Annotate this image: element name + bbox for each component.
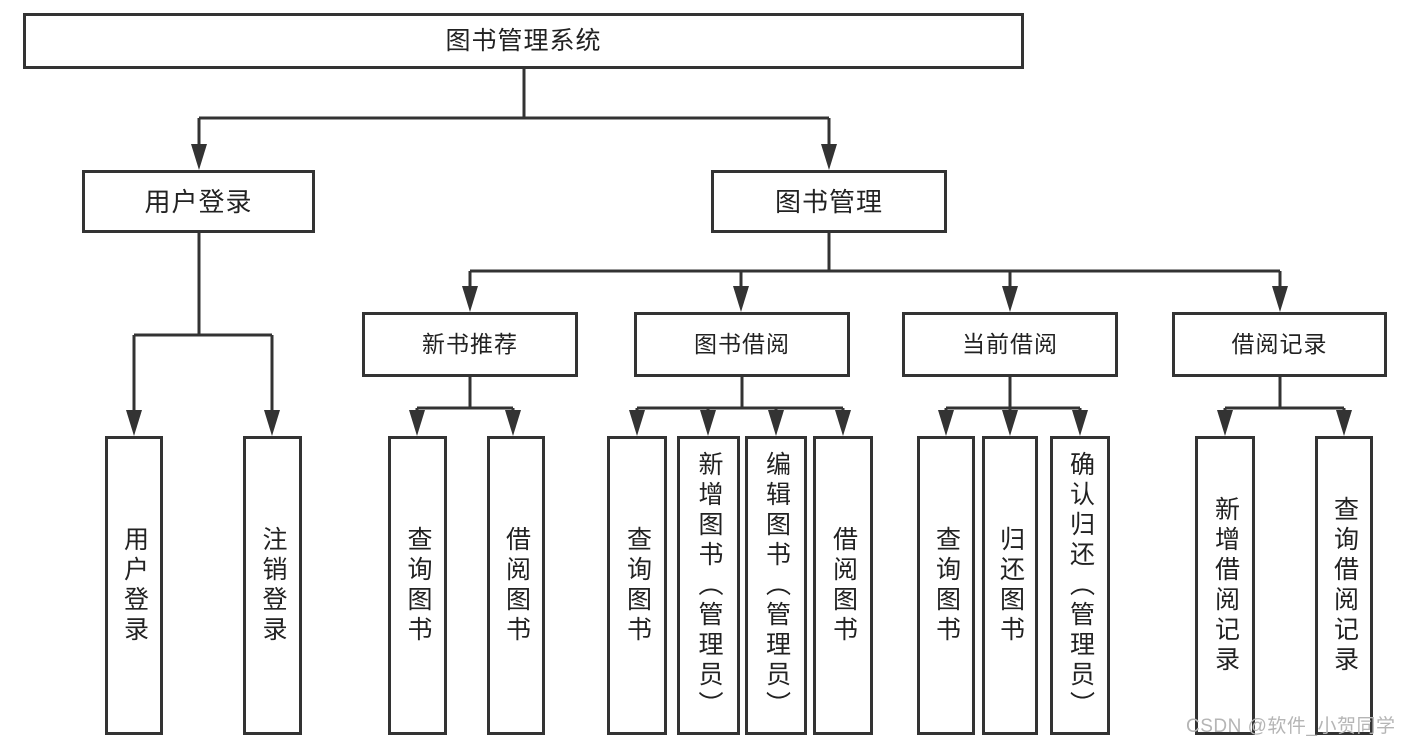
arrowhead — [1002, 286, 1018, 312]
arrowhead — [1336, 410, 1352, 436]
node-root-label: 图书管理系统 — [445, 26, 602, 55]
node-borrow-records: 借阅记录 — [1172, 312, 1387, 377]
node-root: 图书管理系统 — [23, 13, 1024, 69]
arrowhead — [938, 410, 954, 436]
node-leaf-query-books-2-label: 查询图书 — [623, 525, 652, 646]
node-book-borrow: 图书借阅 — [634, 312, 850, 377]
node-leaf-edit-books-admin: 编辑图书（管理员） — [745, 436, 807, 735]
connector-lines — [132, 69, 1346, 414]
arrowhead — [191, 144, 207, 170]
node-leaf-query-books-1-label: 查询图书 — [404, 525, 432, 646]
node-leaf-query-books-3: 查询图书 — [917, 436, 975, 735]
node-leaf-query-borrow-record-label: 查询借阅记录 — [1330, 495, 1359, 676]
arrowhead — [264, 410, 280, 436]
node-leaf-add-borrow-record: 新增借阅记录 — [1195, 436, 1255, 735]
node-book-borrow-label: 图书借阅 — [694, 331, 790, 357]
node-leaf-query-borrow-record: 查询借阅记录 — [1315, 436, 1373, 735]
arrowheads — [126, 144, 1352, 436]
node-new-book-recommend-label: 新书推荐 — [422, 331, 518, 357]
arrowhead — [821, 144, 837, 170]
node-user-login-label: 用户登录 — [144, 186, 253, 217]
arrowhead — [835, 410, 851, 436]
arrowhead — [768, 410, 784, 436]
node-leaf-add-books-admin: 新增图书（管理员） — [677, 436, 740, 735]
node-user-login: 用户登录 — [82, 170, 315, 233]
node-leaf-borrow-books-2: 借阅图书 — [813, 436, 873, 735]
arrowhead — [505, 410, 521, 436]
csdn-watermark: CSDN @软件_小贺同学 — [1186, 716, 1396, 737]
node-borrow-records-label: 借阅记录 — [1231, 331, 1328, 357]
arrowhead — [700, 410, 716, 436]
arrowhead — [1002, 410, 1018, 436]
node-leaf-add-books-admin-label: 新增图书（管理员） — [695, 450, 723, 721]
node-leaf-query-books-1: 查询图书 — [388, 436, 447, 735]
node-book-management-label: 图书管理 — [774, 186, 883, 217]
node-leaf-return-books: 归还图书 — [982, 436, 1038, 735]
arrowhead — [1072, 410, 1088, 436]
node-leaf-user-login: 用户登录 — [105, 436, 163, 735]
node-leaf-confirm-return-admin: 确认归还（管理员） — [1050, 436, 1110, 735]
arrowhead — [1272, 286, 1288, 312]
node-leaf-user-login-label: 用户登录 — [120, 525, 149, 646]
arrowhead — [409, 410, 425, 436]
node-leaf-query-books-3-label: 查询图书 — [932, 525, 961, 646]
node-leaf-edit-books-admin-label: 编辑图书（管理员） — [762, 450, 791, 721]
node-leaf-borrow-books-2-label: 借阅图书 — [829, 525, 858, 646]
arrowhead — [126, 410, 142, 436]
node-leaf-logout-label: 注销登录 — [259, 525, 287, 646]
node-leaf-logout: 注销登录 — [243, 436, 302, 735]
node-leaf-confirm-return-admin-label: 确认归还（管理员） — [1066, 450, 1095, 721]
node-leaf-query-books-2: 查询图书 — [607, 436, 667, 735]
arrowhead — [733, 286, 749, 312]
node-new-book-recommend: 新书推荐 — [362, 312, 578, 377]
node-leaf-borrow-books-1-label: 借阅图书 — [502, 525, 531, 646]
node-leaf-return-books-label: 归还图书 — [996, 525, 1025, 646]
node-leaf-borrow-books-1: 借阅图书 — [487, 436, 545, 735]
arrowhead — [462, 286, 478, 312]
node-book-management: 图书管理 — [711, 170, 947, 233]
arrowhead — [1217, 410, 1233, 436]
node-current-borrow-label: 当前借阅 — [962, 331, 1058, 357]
node-leaf-add-borrow-record-label: 新增借阅记录 — [1211, 495, 1240, 676]
node-current-borrow: 当前借阅 — [902, 312, 1118, 377]
arrowhead — [629, 410, 645, 436]
